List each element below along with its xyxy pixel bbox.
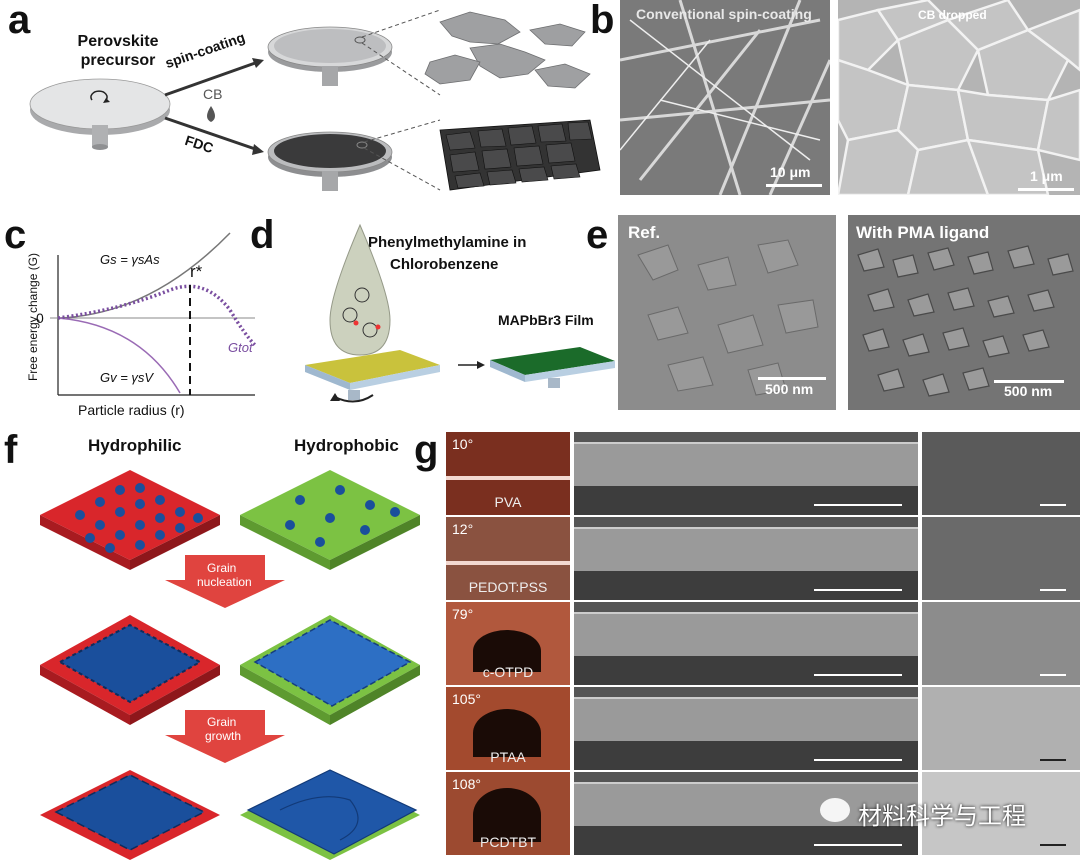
sem-title-pma: With PMA ligand [856,223,990,242]
nucleation-step-line1: Grain [207,561,237,575]
sem-title-ref: Ref. [628,223,661,242]
cross-section-sem [574,432,918,515]
cross-section-scale-bar [814,589,902,591]
sem-image-conventional: Conventional spin-coating 10 μm [620,0,830,195]
scale-text-ref: 500 nm [765,381,814,397]
contact-angle-image: 79° c-OTPD [446,602,570,685]
sem-image-cb-dropped: CB dropped 1 μm [838,0,1080,195]
scale-text-1um: 1 μm [1030,168,1063,184]
scale-bar-10um [766,184,822,187]
top-view-scale-bar [1040,504,1066,506]
film-label: MAPbBr3 Film [498,312,594,328]
growth-step-line1: Grain [207,715,237,729]
hydrophilic-label: Hydrophilic [88,436,182,455]
substrate-layer [574,486,918,515]
sem-title-cb-dropped: CB dropped [918,8,987,22]
scale-bar-1um [1018,188,1074,191]
watermark: 材料科学与工程 [858,803,1026,830]
substrate-layer [574,656,918,685]
cross-section-sem [574,517,918,600]
cross-section-scale-bar [814,674,902,676]
droplet-title-line1: Phenylmethylamine in [368,234,527,251]
nucleation-illustration [40,470,420,860]
sem-image-ref: Ref. 500 nm [618,215,836,410]
top-view-sem [922,517,1080,600]
contact-angle-image: 10° PVA [446,432,570,515]
film-layer [574,697,918,743]
film-layer [574,442,918,488]
top-view-sem [922,602,1080,685]
film-layer [574,527,918,573]
panel-letter-g: g [414,428,439,472]
water-droplet [473,788,541,842]
x-axis-label: Particle radius (r) [78,402,185,418]
precursor-label: Perovskite precursor [77,33,159,69]
top-view-scale-bar [1040,844,1066,846]
contact-angle-value: 10° [452,436,474,452]
sem-title-conventional: Conventional spin-coating [636,6,812,22]
panel-letter-d: d [250,213,275,257]
cross-section-scale-bar [814,759,902,761]
water-droplet [473,709,541,757]
film-layer [574,612,918,658]
growth-step-line2: growth [205,729,242,743]
scale-text-10um: 10 μm [770,164,811,180]
panel-a-illustration [29,9,601,191]
droplet-film-line [446,476,570,480]
panel-letter-b: b [590,0,615,42]
cross-section-sem [574,772,918,855]
scale-bar-ref [758,377,826,380]
contact-angle-value: 79° [452,606,474,622]
cross-section-scale-bar [814,844,902,846]
droplet-title-line2: Chlorobenzene [390,256,499,273]
contact-angle-image: 12° PEDOT:PSS [446,517,570,600]
cross-section-sem [574,602,918,685]
panel-letter-a: a [8,0,31,42]
cross-section-sem [574,687,918,770]
substrate-layer [574,571,918,600]
droplet-illustration [305,223,615,403]
panel-letter-c: c [4,213,27,257]
hydrophobic-label: Hydrophobic [294,436,399,455]
panel-letter-e: e [586,213,609,257]
contact-angle-image: 108° PCDTBT [446,772,570,855]
wechat-icon [820,798,850,822]
sem-image-pma: With PMA ligand 500 nm [848,215,1080,410]
zero-label: 0 [36,310,44,326]
gv-label: Gv = γsV [100,370,154,385]
top-view-sem [922,687,1080,770]
substrate-layer [574,741,918,770]
substrate-name: PCDTBT [480,834,536,850]
top-view-scale-bar [1040,674,1066,676]
nucleation-step-line2: nucleation [197,575,252,589]
top-view-sem [922,772,1080,855]
top-view-sem [922,432,1080,515]
contact-angle-value: 108° [452,776,481,792]
panel-letter-f: f [4,428,18,472]
substrate-name: c-OTPD [482,664,534,680]
rstar-label: r* [190,262,203,281]
contact-angle-value: 105° [452,691,481,707]
scale-bar-pma [994,380,1064,383]
top-view-scale-bar [1040,759,1066,761]
cross-section-scale-bar [814,504,902,506]
substrate-name: PTAA [490,749,526,765]
top-view-scale-bar [1040,589,1066,591]
substrate-layer [574,826,918,855]
scale-text-pma: 500 nm [1004,383,1053,399]
film-layer [574,782,918,828]
contact-angle-image: 105° PTAA [446,687,570,770]
contact-angle-value: 12° [452,521,474,537]
substrate-name: PEDOT:PSS [468,579,548,595]
contact-angle-rows: 10° PVA 12° PEDOT:PSS 79° c-OTPD 105° PTAA [446,432,1080,860]
gtot-label: Gtot [228,340,253,355]
gs-label: Gs = γsAs [100,252,160,267]
water-droplet [473,630,541,672]
substrate-name: PVA [494,494,522,510]
droplet-film-line [446,561,570,565]
cb-label: CB [203,86,223,102]
energy-barrier-plot [50,232,257,396]
